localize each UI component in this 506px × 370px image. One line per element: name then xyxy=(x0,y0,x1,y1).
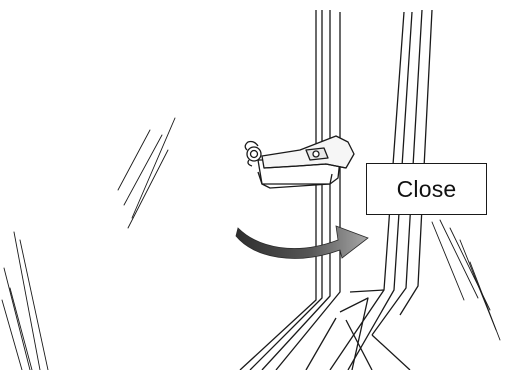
close-callout-box: Close xyxy=(366,163,487,215)
window-latch xyxy=(245,136,354,188)
close-label: Close xyxy=(397,176,457,203)
glass-reflection-lines xyxy=(2,118,175,370)
glass-reflection-lines-right xyxy=(432,220,500,340)
close-direction-arrow xyxy=(236,226,368,258)
